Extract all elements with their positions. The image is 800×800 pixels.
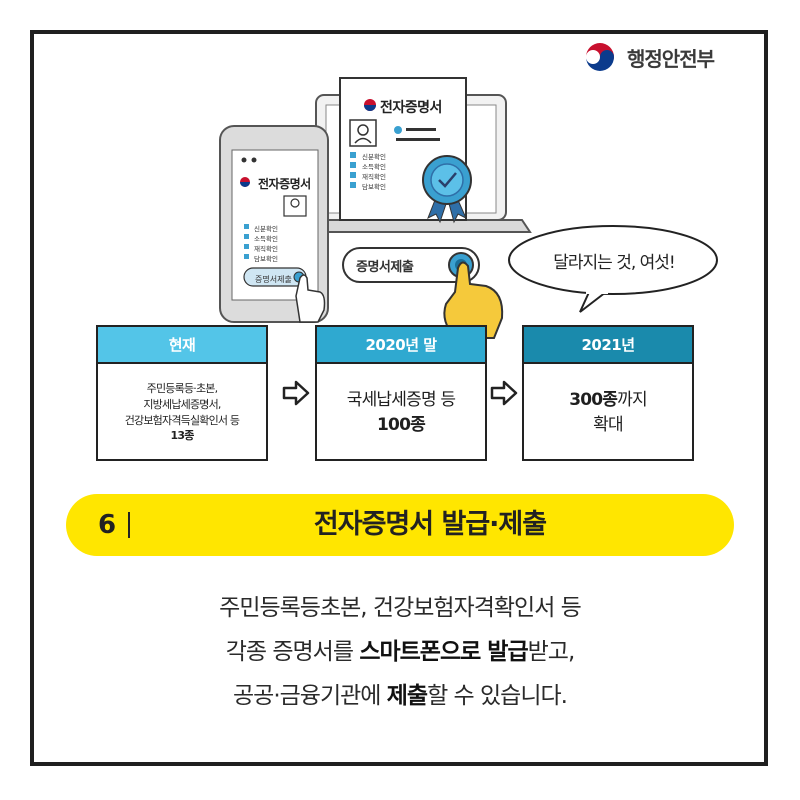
desc-text: 받고, <box>527 639 576 665</box>
laptop-certificate <box>339 77 472 224</box>
phone-illustration <box>219 125 329 323</box>
laptop-check-2: 소득확인 <box>362 163 386 171</box>
stage-body: 국세납세증명 등 100종 <box>317 364 485 461</box>
phone-submit-label: 증명서제출 <box>255 275 292 284</box>
stage-line: 건강보험자격득실확인서 등 <box>124 413 240 427</box>
speech-bubble-text: 달라지는 것, 여섯! <box>553 253 676 273</box>
stage-header: 2020년 말 <box>317 327 485 364</box>
arrow-right-icon <box>282 380 310 406</box>
brand-logo: 행정안전부 <box>583 37 715 77</box>
stage-2021: 2021년 300종까지 확대 <box>522 325 694 461</box>
description-line-3: 공공·금융기관에 제출할 수 있습니다. <box>40 676 760 710</box>
stage-line-top: 300종까지 <box>569 388 647 413</box>
section-banner: 6 전자증명서 발급·제출 <box>66 494 734 556</box>
description-line-2: 각종 증명서를 스마트폰으로 발급받고, <box>40 632 760 666</box>
laptop-check-4: 담보확인 <box>362 183 386 191</box>
speech-bubble <box>508 225 718 313</box>
banner-divider <box>128 512 130 538</box>
submit-button-label: 증명서제출 <box>356 260 414 275</box>
stage-count: 13종 <box>170 429 194 443</box>
laptop-check-1: 신분확인 <box>362 153 386 161</box>
stage-2020: 2020년 말 국세납세증명 등 100종 <box>315 325 487 461</box>
stage-line: 국세납세증명 등 <box>346 389 456 410</box>
desc-text: 각종 증명서를 <box>225 639 360 665</box>
laptop-cert-title: 전자증명서 <box>380 100 442 116</box>
stage-line: 확대 <box>593 414 623 435</box>
stage-count-suffix: 까지 <box>617 389 647 410</box>
pointing-hand-icon <box>443 261 504 339</box>
stage-header: 현재 <box>98 327 266 364</box>
phone-check-4: 담보확인 <box>254 255 278 263</box>
laptop-check-3: 재직확인 <box>362 173 386 181</box>
illustration <box>219 77 718 339</box>
description-line-1: 주민등록등초본, 건강보험자격확인서 등 <box>219 595 582 621</box>
stage-header: 2021년 <box>524 327 692 364</box>
stage-body: 300종까지 확대 <box>524 364 692 461</box>
desc-emphasis: 스마트폰으로 발급 <box>359 639 528 665</box>
section-number: 6 <box>98 510 117 540</box>
stage-line: 지방세납세증명서, <box>143 397 221 411</box>
stage-line: 주민등록등·초본, <box>146 381 218 395</box>
taegeuk-icon <box>584 41 616 73</box>
arrow-right-icon <box>490 380 518 406</box>
phone-check-1: 신분확인 <box>254 225 278 233</box>
stage-current: 현재 주민등록등·초본, 지방세납세증명서, 건강보험자격득실확인서 등 13종 <box>96 325 268 461</box>
brand-name: 행정안전부 <box>627 46 715 71</box>
section-title: 전자증명서 발급·제출 <box>313 509 547 540</box>
phone-check-3: 재직확인 <box>254 245 278 253</box>
phone-check-2: 소득확인 <box>254 235 278 243</box>
stage-count: 300종 <box>569 389 618 410</box>
desc-text: 할 수 있습니다. <box>427 683 568 709</box>
stage-count: 100종 <box>377 414 426 435</box>
phone-cert-title: 전자증명서 <box>258 177 311 191</box>
desc-text: 공공·금융기관에 <box>233 683 387 709</box>
desc-emphasis: 제출 <box>386 683 428 709</box>
stage-body: 주민등록등·초본, 지방세납세증명서, 건강보험자격득실확인서 등 13종 <box>98 364 266 461</box>
